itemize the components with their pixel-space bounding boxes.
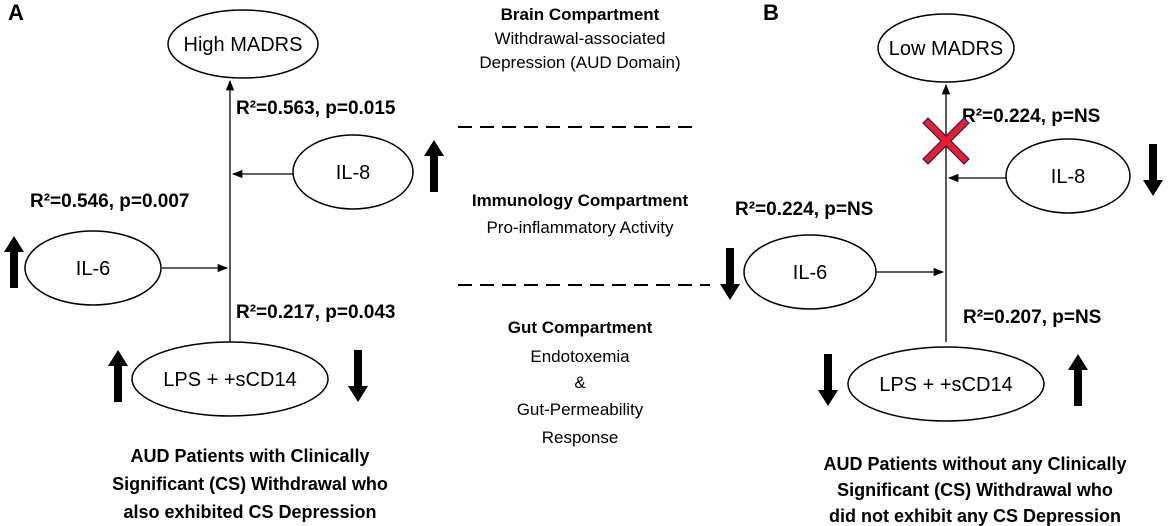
- down-arrow-icon: [1143, 144, 1163, 196]
- caption-b-line-1: AUD Patients without any Clinically: [823, 454, 1126, 474]
- caption-b-line-3: did not exhibit any CS Depression: [829, 506, 1121, 526]
- node-lps-b-label: LPS + +sCD14: [879, 374, 1012, 396]
- node-il8-a-label: IL-8: [336, 162, 370, 184]
- node-il6-b: [743, 234, 877, 310]
- up-arrow-icon: [108, 350, 128, 402]
- node-lps-a-label: LPS + +sCD14: [163, 369, 296, 391]
- stat-b-top: R²=0.224, p=NS: [962, 106, 1100, 127]
- down-arrow-icon: [720, 248, 740, 300]
- caption-b-line-2: Significant (CS) Withdrawal who: [837, 480, 1113, 500]
- node-high-madrs-label: High MADRS: [184, 34, 303, 56]
- node-low-madrs: [877, 13, 1015, 83]
- panel-a-label: A: [8, 0, 24, 25]
- node-lps-a: [131, 341, 329, 417]
- stat-b-bottom: R²=0.207, p=NS: [963, 307, 1101, 328]
- node-il6-a: [24, 230, 162, 306]
- down-arrow-icon: [818, 354, 838, 406]
- stat-a-il6: R²=0.546, p=0.007: [30, 191, 190, 212]
- gut-compartment-line-2: &: [574, 373, 586, 392]
- node-high-madrs: [167, 9, 319, 79]
- node-il6-a-label: IL-6: [76, 258, 110, 280]
- node-il8-b-label: IL-8: [1051, 166, 1085, 188]
- panel-b-label: B: [763, 0, 779, 25]
- stat-b-il6: R²=0.224, p=NS: [735, 199, 873, 220]
- node-lps-b: [847, 346, 1045, 422]
- caption-a-line-1: AUD Patients with Clinically: [130, 446, 369, 466]
- node-low-madrs-label: Low MADRS: [889, 38, 1003, 60]
- brain-compartment-line-2: Depression (AUD Domain): [479, 53, 680, 72]
- immunology-compartment-title: Immunology Compartment: [472, 191, 689, 210]
- stat-a-bottom: R²=0.217, p=0.043: [236, 302, 396, 323]
- down-arrow-icon: [348, 350, 368, 402]
- brain-compartment-line-1: Withdrawal-associated: [494, 29, 665, 48]
- up-arrow-icon: [4, 236, 24, 288]
- up-arrow-icon: [1068, 354, 1088, 406]
- caption-a-line-3: also exhibited CS Depression: [123, 502, 376, 522]
- gut-compartment-line-1: Endotoxemia: [530, 347, 630, 366]
- stat-a-top: R²=0.563, p=0.015: [236, 98, 396, 119]
- brain-compartment-title: Brain Compartment: [501, 5, 660, 24]
- node-il6-b-label: IL-6: [793, 262, 827, 284]
- gut-compartment-title: Gut Compartment: [508, 318, 653, 337]
- node-il8-b: [1005, 138, 1131, 214]
- gut-compartment-line-3: Gut-Permeability: [517, 400, 644, 419]
- up-arrow-icon: [424, 140, 444, 192]
- immunology-compartment-line-1: Pro-inflammatory Activity: [486, 218, 674, 237]
- caption-a-line-2: Significant (CS) Withdrawal who: [112, 474, 388, 494]
- cross-icon: [922, 117, 970, 165]
- node-il8-a: [292, 134, 414, 210]
- gut-compartment-line-4: Response: [542, 428, 619, 447]
